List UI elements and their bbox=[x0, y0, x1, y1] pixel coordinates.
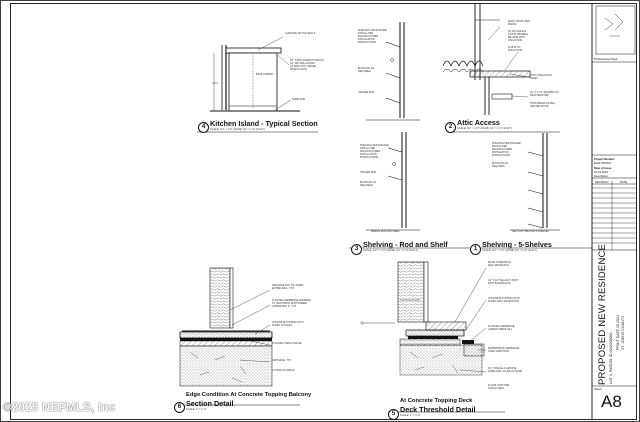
detail-title-section-detail: Section Detail bbox=[186, 399, 234, 408]
note-edge-6: GUTTER AS SPEC'D bbox=[272, 369, 295, 372]
note-edge-2: FLASHING MEMBRANE ADHERED TO SUBSTRATE W… bbox=[272, 299, 311, 308]
note-shelf-mid-c: BLOCKING AS REQUIRED bbox=[360, 181, 377, 187]
project-subtitle-3: ST. JOHNS COUNTY bbox=[621, 315, 625, 350]
note-deck-1: DOOR THRESHOLD, SEAL PER MANUF. bbox=[488, 261, 512, 267]
detail-number-4: 4 bbox=[198, 122, 209, 133]
detail-scale-kitchen-island: SCALE: 1/2" = 1'-0" (24x36) 1/4" = 1'-0"… bbox=[210, 128, 265, 131]
detail-number-2: 2 bbox=[445, 122, 456, 133]
detail-title-attic-access: Attic Access bbox=[457, 118, 500, 127]
detail-title-five-shelves: Shelving - 5-Shelves bbox=[482, 240, 552, 249]
detail-title-top-edge-condition: Edge Condition At Concrete Topping Balco… bbox=[186, 392, 312, 398]
detail-title-deck-threshold: Deck Threshold Detail bbox=[400, 405, 476, 414]
project-number-label: Project Number bbox=[594, 157, 615, 161]
project-subtitle-1: LOT 3, PARCEL ID 0248208060 bbox=[609, 332, 613, 384]
note-shelf-upper-b: HANGER ROD bbox=[358, 91, 375, 94]
note-deck-6: 3/4" TONGUE & GROOVE SUBFLOOR, GLUED & N… bbox=[488, 367, 523, 373]
detail-title-top-concrete-deck: At Concrete Topping Deck bbox=[400, 398, 473, 404]
sheet-number: A8 bbox=[601, 392, 622, 411]
note-deck-7: FLOOR JOIST PER STRUCTURAL bbox=[488, 384, 510, 390]
note-edge-3: CONCRETE TOPPING WITH SLOPE TO DRAIN bbox=[272, 321, 304, 327]
detail-scale-five-shelves: SCALE: 1/2" = 1'-0" (24x36) 1/4" = 1'-0"… bbox=[482, 249, 537, 252]
note-attic-6: TRIM PIECES AS REQ. PAINTED WHITE bbox=[530, 102, 556, 108]
title-block bbox=[591, 3, 636, 420]
note-deck-5: WATERPROOF MEMBRANE OVER SHEATHING bbox=[488, 347, 520, 353]
note-attic-5: 1/2" X 1 1/2" FRAMING W/ WEATHERSTRIP bbox=[530, 91, 559, 97]
note-edge-4: FLASHING TAPE AT EDGE bbox=[272, 342, 302, 345]
professional-seal-label: Professional Seal bbox=[594, 57, 618, 61]
sheet-label: Sheet bbox=[594, 387, 602, 391]
detail-scale-deck-threshold: SCALE: 1" = 1'-0" bbox=[400, 414, 421, 417]
detail-title-rod-shelf: Shelving - Rod and Shelf bbox=[363, 240, 448, 249]
date-label: DATE bbox=[620, 179, 628, 184]
note-shelf-mid-a: SHELVING PER BUILDER; INSTALL PER MANUFA… bbox=[360, 144, 390, 159]
deck-threshold-section bbox=[360, 261, 505, 413]
project-title: PROPOSED NEW RESIDENCE bbox=[597, 243, 608, 385]
note-shelf-base-3: MIDDLE ROD AND SHELF bbox=[371, 230, 400, 233]
note-shelf-base-1: SECTION THROUGH 5-SHELVES bbox=[512, 230, 549, 233]
note-deck-4: FLASHING MEMBRANE LAPPED UNDER SILL bbox=[488, 325, 515, 331]
note-kitchen-1: LAMINATE OR TILE WALLS bbox=[285, 32, 316, 35]
detail-title-kitchen-island: Kitchen Island - Typical Section bbox=[210, 119, 318, 128]
project-number-value: 2024-0000XX bbox=[594, 161, 612, 165]
edge-condition-section bbox=[179, 267, 300, 406]
note-kitchen-2: 3/4" STAIN GRADE PLYWOOD 1/2" DRYWALL/FI… bbox=[290, 59, 324, 71]
description-label: Description bbox=[594, 174, 608, 178]
kitchen-island-section bbox=[197, 36, 318, 133]
detail-number-1: 1 bbox=[470, 244, 481, 255]
shelving-5-shelves-section bbox=[471, 133, 592, 249]
note-edge-1: DRAINAGE MAT TO LOWER ENTIRE WALL, TYP. bbox=[272, 284, 304, 290]
shelving-rod-shelf-section bbox=[349, 132, 470, 249]
note-kitchen-floor: SUBFLOOR bbox=[292, 98, 306, 101]
date-of-issue-value: 01.01.2024 bbox=[594, 170, 608, 174]
note-shelf-five-c: BLOCKING AS REQUIRED bbox=[492, 162, 509, 168]
note-deck-2: 1/2" X 1/2" SEALANT JOINT WITH BACKER RO… bbox=[488, 279, 519, 285]
note-shelf-mid-b: HANGER ROD bbox=[360, 171, 377, 174]
detail-number-6: 6 bbox=[174, 402, 185, 413]
shelving-upper-section bbox=[366, 22, 420, 121]
detail-number-5: 5 bbox=[388, 409, 399, 420]
detail-scale-attic-access: SCALE: 1/2" = 1'-0" (24x36) 1/4" = 1'-0"… bbox=[457, 127, 512, 130]
note-kitchen-base: BASE CABINET bbox=[256, 73, 274, 76]
project-subtitle-2: PRINT DATE 15.2024 bbox=[616, 314, 620, 350]
note-edge-5: DRIP EDGE, TYP. bbox=[272, 359, 292, 362]
note-attic-4: ATTIC INSULATION PANEL bbox=[530, 74, 552, 80]
note-deck-3: CONCRETE TOPPING WITH SLOPE AWAY FROM DO… bbox=[488, 297, 520, 303]
detail-scale-section-detail: SCALE: 1" = 1'-0" bbox=[186, 408, 207, 411]
note-shelf-five-d: SHELVING PER BUILDER; INSTALL PER MANUFA… bbox=[492, 142, 522, 157]
note-attic-1: ROOF TRUSS, PER MANUF. bbox=[508, 20, 530, 26]
note-shelf-upper-a: SHELVING PER BUILDER; INSTALL PER MANUFA… bbox=[358, 29, 388, 44]
date-of-issue-label: Date of Issue bbox=[594, 166, 612, 170]
note-shelf-upper-c: BLOCKING AS REQUIRED bbox=[358, 67, 375, 73]
note-attic-2: (4) 2X6 CEILING JOISTS FRAMING BEYOND WI… bbox=[508, 30, 529, 42]
attic-access-section bbox=[442, 4, 560, 133]
watermark: ©2025 NEFMLS, Inc bbox=[3, 402, 116, 414]
detail-scale-rod-shelf: SCALE: 1/2" = 1'-0" (24x36) 1/4" = 1'-0"… bbox=[363, 249, 418, 252]
detail-number-3: 3 bbox=[351, 244, 362, 255]
note-attic-3: R-38 ATTIC INSULATION bbox=[508, 46, 523, 52]
revision-label: REVISION bbox=[595, 179, 609, 184]
